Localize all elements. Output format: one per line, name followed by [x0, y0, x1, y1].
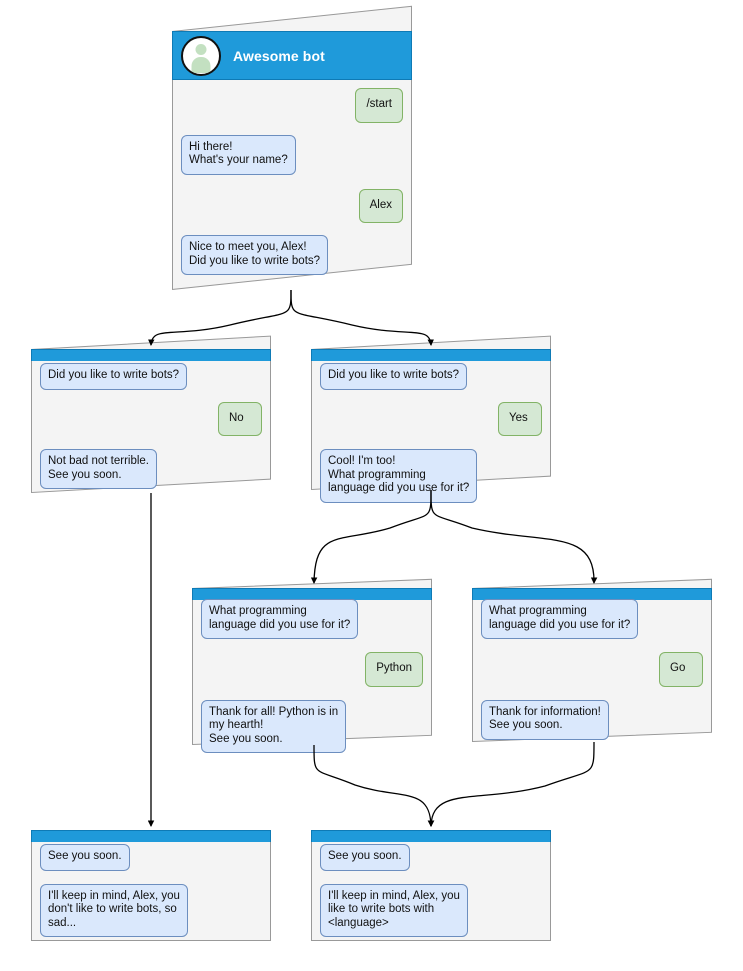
message-row: See you soon. — [320, 844, 542, 871]
bot-message-bubble[interactable]: Thank for all! Python is in my hearth! S… — [201, 699, 347, 753]
node-go-branch-header — [472, 588, 712, 600]
node-go-branch-messages: What programming language did you use fo… — [472, 599, 712, 740]
message-row: Hi there! What's your name? — [181, 134, 403, 175]
avatar-head-icon — [195, 43, 207, 55]
node-start-messages: /start Hi there! What's your name? Alex … — [172, 88, 412, 275]
message-row: Go — [481, 652, 703, 687]
edge-yes-to-go — [430, 489, 598, 584]
node-start-header: Awesome bot — [172, 31, 412, 80]
bot-message-bubble[interactable]: Hi there! What's your name? — [181, 134, 296, 175]
message-row: /start — [181, 88, 403, 123]
node-start[interactable]: Awesome bot /start Hi there! What's your… — [172, 5, 412, 290]
user-message-bubble[interactable]: Python — [365, 652, 423, 687]
node-go-branch[interactable]: What programming language did you use fo… — [472, 578, 712, 742]
bot-message-bubble[interactable]: I'll keep in mind, Alex, you don't like … — [40, 883, 188, 937]
message-row: What programming language did you use fo… — [481, 599, 703, 639]
user-message-bubble[interactable]: /start — [355, 88, 403, 123]
node-no-branch-header — [31, 349, 271, 361]
node-end-sad-messages: See you soon. I'll keep in mind, Alex, y… — [31, 844, 271, 937]
node-python-branch[interactable]: What programming language did you use fo… — [192, 578, 432, 753]
bot-message-bubble[interactable]: See you soon. — [40, 844, 130, 871]
bot-message-bubble[interactable]: I'll keep in mind, Alex, you like to wri… — [320, 883, 468, 937]
edge-go-to-end-happy — [427, 741, 595, 827]
message-row: Thank for all! Python is in my hearth! S… — [201, 699, 423, 753]
message-row: Did you like to write bots? — [40, 363, 262, 390]
edge-yes-to-python — [310, 489, 432, 584]
bot-message-bubble[interactable]: Did you like to write bots? — [320, 363, 468, 390]
node-yes-branch-messages: Did you like to write bots? Yes Cool! I'… — [311, 363, 551, 503]
node-yes-branch[interactable]: Did you like to write bots? Yes Cool! I'… — [311, 335, 551, 503]
node-yes-branch-header — [311, 349, 551, 361]
message-row: Python — [201, 652, 423, 687]
edge-start-to-yes — [290, 289, 434, 346]
person-avatar-icon — [181, 35, 221, 76]
message-row: What programming language did you use fo… — [201, 599, 423, 639]
message-row: I'll keep in mind, Alex, you like to wri… — [320, 883, 542, 937]
message-row: See you soon. — [40, 844, 262, 871]
node-end-happy[interactable]: See you soon. I'll keep in mind, Alex, y… — [311, 830, 551, 941]
bot-message-bubble[interactable]: Did you like to write bots? — [40, 363, 188, 390]
node-no-branch[interactable]: Did you like to write bots? No Not bad n… — [31, 335, 271, 493]
bot-message-bubble[interactable]: What programming language did you use fo… — [201, 599, 359, 639]
message-row: Not bad not terrible. See you soon. — [40, 449, 262, 489]
node-python-branch-header — [192, 588, 432, 600]
node-end-sad[interactable]: See you soon. I'll keep in mind, Alex, y… — [31, 830, 271, 941]
message-row: Yes — [320, 401, 542, 436]
message-row: Alex — [181, 188, 403, 223]
message-row: Did you like to write bots? — [320, 363, 542, 390]
message-row: Thank for information! See you soon. — [481, 699, 703, 740]
message-row: Cool! I'm too! What programming language… — [320, 449, 542, 503]
user-message-bubble[interactable]: Go — [659, 652, 703, 687]
bot-message-bubble[interactable]: Thank for information! See you soon. — [481, 699, 609, 740]
edge-python-to-end-happy — [313, 744, 435, 827]
node-no-branch-messages: Did you like to write bots? No Not bad n… — [31, 363, 271, 489]
message-row: No — [40, 401, 262, 436]
bot-message-bubble[interactable]: Not bad not terrible. See you soon. — [40, 449, 158, 489]
user-message-bubble[interactable]: Alex — [358, 188, 403, 223]
node-python-branch-messages: What programming language did you use fo… — [192, 599, 432, 753]
bot-message-bubble[interactable]: Cool! I'm too! What programming language… — [320, 449, 478, 503]
bot-title: Awesome bot — [233, 47, 325, 64]
user-message-bubble[interactable]: No — [218, 401, 262, 436]
avatar-torso-icon — [191, 56, 211, 73]
bot-message-bubble[interactable]: Nice to meet you, Alex! Did you like to … — [181, 235, 329, 275]
node-end-happy-header — [311, 830, 551, 842]
user-message-bubble[interactable]: Yes — [498, 401, 542, 436]
node-end-happy-messages: See you soon. I'll keep in mind, Alex, y… — [311, 844, 551, 937]
message-row: Nice to meet you, Alex! Did you like to … — [181, 235, 403, 275]
bot-message-bubble[interactable]: What programming language did you use fo… — [481, 599, 639, 639]
node-end-sad-header — [31, 830, 271, 842]
bot-message-bubble[interactable]: See you soon. — [320, 844, 410, 871]
message-row: I'll keep in mind, Alex, you don't like … — [40, 883, 262, 937]
